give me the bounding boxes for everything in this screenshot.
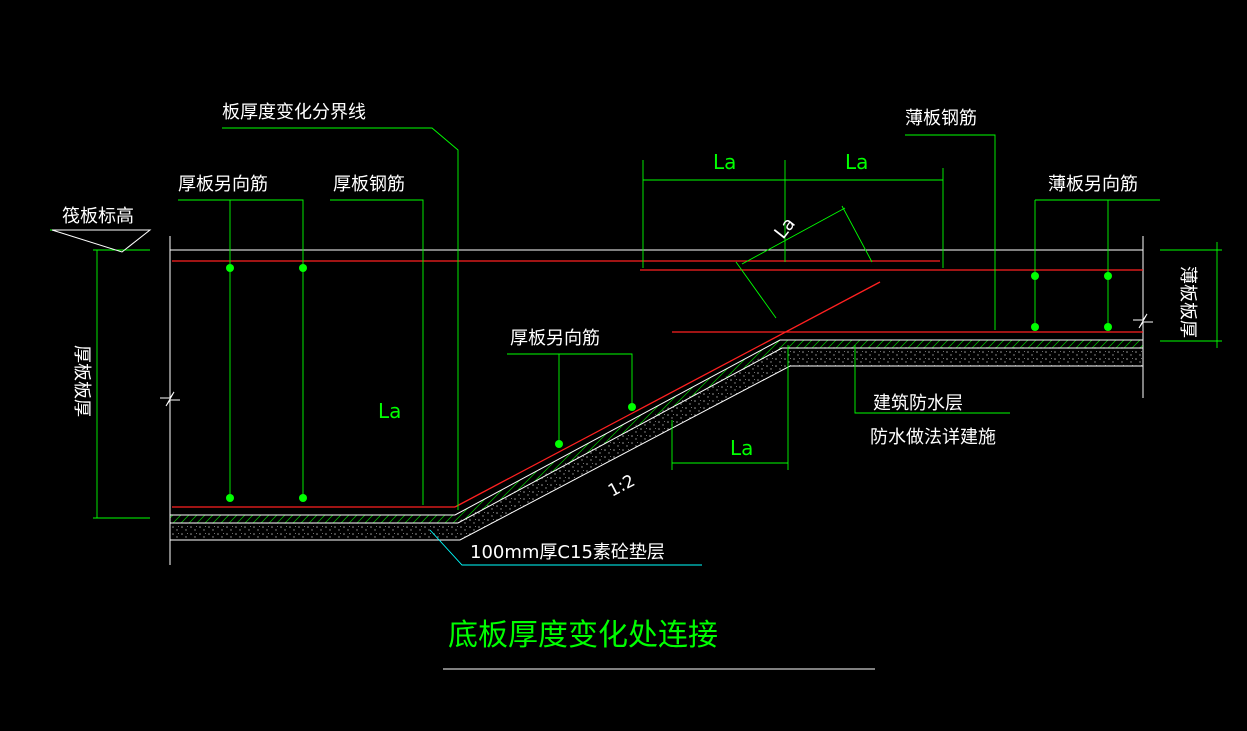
la-top-1-label: La bbox=[713, 150, 736, 174]
thin-main-bar-label: 薄板钢筋 bbox=[905, 108, 977, 129]
slope-rebar bbox=[454, 281, 881, 508]
cushion-leader bbox=[429, 529, 702, 566]
waterproof-label-2: 防水做法详建施 bbox=[870, 427, 996, 448]
rebar-section-dot bbox=[1104, 323, 1112, 331]
rebar-section-dot bbox=[1031, 323, 1039, 331]
break-line-icon bbox=[160, 391, 180, 407]
slab-outline bbox=[169, 236, 1144, 565]
thick-main-bar-label: 厚板钢筋 bbox=[333, 174, 405, 195]
rebar-section-dot bbox=[299, 494, 307, 502]
cushion-layer bbox=[170, 347, 1143, 540]
drawing-title: 底板厚度变化处连接 bbox=[448, 618, 718, 653]
rebar-section-dot bbox=[1031, 272, 1039, 280]
thin-dist-bar-label: 薄板另向筋 bbox=[1048, 174, 1138, 195]
thick-dist-bar-label: 厚板另向筋 bbox=[178, 174, 268, 195]
rebar-section-dot bbox=[1104, 272, 1112, 280]
waterproof-label-1: 建筑防水层 bbox=[873, 393, 963, 414]
rebar-dots bbox=[226, 264, 1112, 502]
boundary-line-label: 板厚度变化分界线 bbox=[222, 102, 366, 123]
la-bottom-label: La bbox=[730, 436, 753, 460]
break-line-icon bbox=[1133, 313, 1153, 329]
leader-lines bbox=[50, 127, 1222, 519]
rebar-section-dot bbox=[299, 264, 307, 272]
la-left-label: La bbox=[378, 399, 401, 423]
rebar-section-dot bbox=[226, 494, 234, 502]
la-diagonal-label: La bbox=[770, 214, 800, 244]
slope-dist-bar-label: 厚板另向筋 bbox=[510, 328, 600, 349]
slope-ratio-label: 1:2 bbox=[605, 471, 639, 502]
thick-slab-thickness-label: 厚板板厚 bbox=[71, 345, 92, 417]
rebar-section-dot bbox=[555, 440, 563, 448]
raft-elevation-label: 筏板标高 bbox=[62, 206, 134, 227]
elevation-triangle-icon bbox=[51, 229, 152, 253]
cushion-label: 100mm厚C15素砼垫层 bbox=[470, 542, 665, 563]
rebar-section-dot bbox=[226, 264, 234, 272]
la-top-2-label: La bbox=[845, 150, 868, 174]
thin-slab-thickness-label: 薄板板厚 bbox=[1177, 266, 1198, 338]
rebar-section-dot bbox=[628, 403, 636, 411]
rebars bbox=[172, 260, 1143, 508]
